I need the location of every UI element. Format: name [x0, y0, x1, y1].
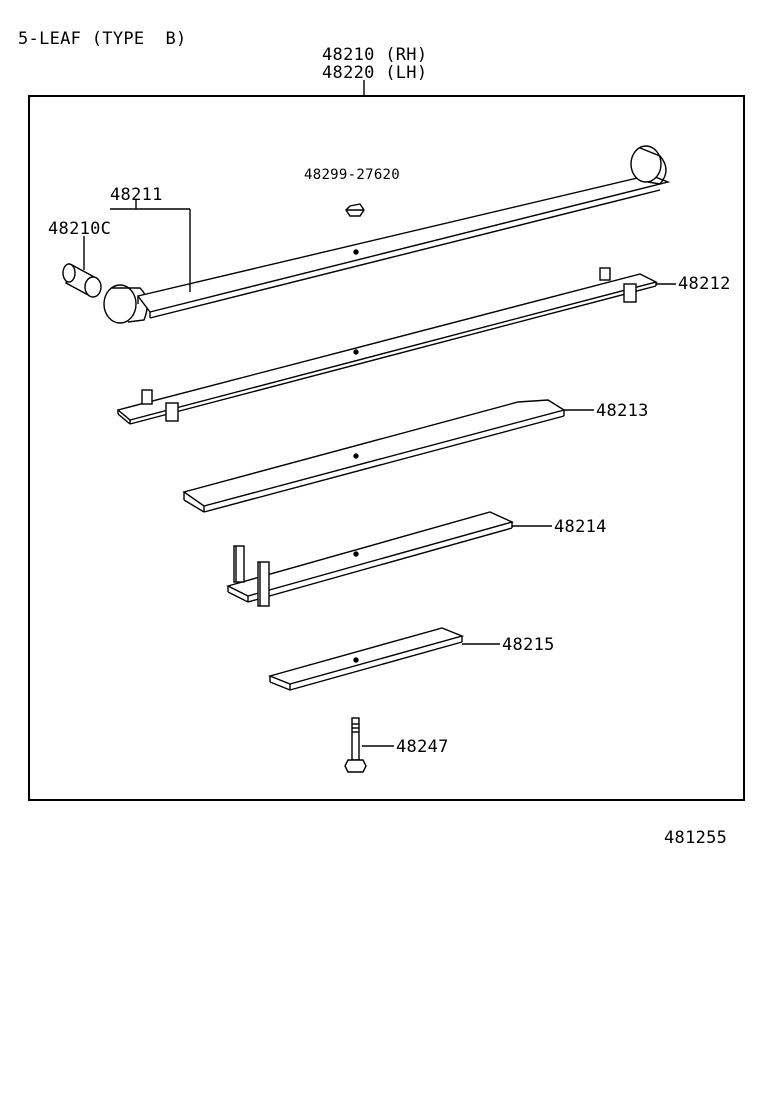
label-leaf-5: 48215 [502, 635, 555, 655]
diagram-code: 481255 [664, 828, 728, 848]
nut [345, 203, 365, 217]
label-bushing: 48210C [48, 219, 112, 239]
diagram-frame [28, 95, 745, 801]
leaf-4 [226, 511, 515, 607]
center-bolt [344, 717, 367, 773]
assembly-lh-label: 48220 (LH) [322, 63, 428, 83]
label-leaf-2: 48212 [678, 274, 731, 294]
leaf-3 [182, 399, 566, 513]
variant-label: 5-LEAF (TYPE B) [18, 29, 187, 49]
bushing [62, 263, 102, 298]
leaf-2 [116, 267, 658, 425]
label-center-bolt: 48247 [396, 737, 449, 757]
label-main-leaf: 48211 [110, 185, 163, 205]
assembly-rh-label: 48210 (RH) [322, 45, 428, 65]
label-nut: 48299-27620 [304, 167, 401, 183]
leaf-5 [267, 627, 465, 691]
leader-lines [83, 200, 676, 747]
label-leaf-3: 48213 [596, 401, 649, 421]
main-leaf [103, 145, 671, 324]
label-leaf-4: 48214 [554, 517, 607, 537]
